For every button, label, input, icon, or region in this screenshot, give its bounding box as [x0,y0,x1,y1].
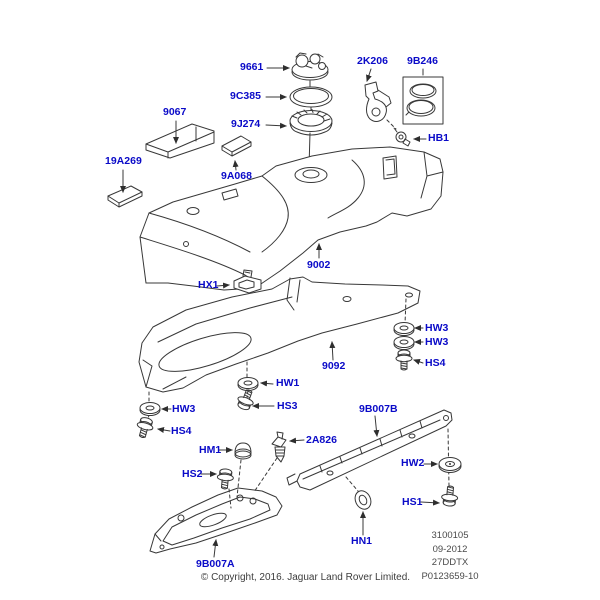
part-label-hw3-right-1[interactable]: HW3 [425,322,449,334]
doc-info-line-2: 09-2012 [432,543,468,555]
lock-ring-drawing [289,109,333,136]
part-label-hb1[interactable]: HB1 [428,132,450,144]
bolt-hs2-drawing [215,467,235,491]
washer-hw3-right-2-drawing [393,336,415,350]
shield-9092-drawing [138,276,421,393]
part-label-hx1[interactable]: HX1 [198,279,219,291]
part-label-2a826[interactable]: 2A826 [306,434,337,446]
bolt-hs4-right-drawing [395,349,413,371]
part-label-9a068[interactable]: 9A068 [221,170,252,182]
doc-info-block: 3100105 09-2012 27DDTX P0123659-10 [404,529,496,583]
part-label-9b007a[interactable]: 9B007A [196,558,235,570]
part-label-9067[interactable]: 9067 [163,106,187,118]
valve-2a826-drawing [271,431,287,463]
washer-hw3-right-1-drawing [393,322,415,336]
part-label-hw1[interactable]: HW1 [276,377,300,389]
pad-9a068-drawing [221,135,252,157]
doc-info-line-3: 27DDTX [431,557,469,568]
valve-hb1-drawing [393,127,411,147]
bolt-hs4-left-drawing [133,415,156,440]
part-label-2k206[interactable]: 2K206 [357,55,388,67]
pad-19a269-drawing [107,185,143,208]
washer-hw3-left-drawing [139,402,161,416]
part-label-9b007b[interactable]: 9B007B [359,403,398,415]
part-label-9661[interactable]: 9661 [240,61,264,73]
copyright-text: © Copyright, 2016. Jaguar Land Rover Lim… [200,572,411,583]
dashed-line-2k206-hb1 [386,119,397,130]
part-label-hw3-left[interactable]: HW3 [172,403,196,415]
part-label-9002[interactable]: 9002 [307,259,331,271]
part-label-hw3-right-2[interactable]: HW3 [425,336,449,348]
part-label-19a269[interactable]: 19A269 [105,155,142,167]
part-label-hs2[interactable]: HS2 [182,468,203,480]
bracket-9b007b-drawing [286,409,453,491]
part-label-9j274[interactable]: 9J274 [231,118,261,130]
bolt-hs3-drawing [234,386,258,413]
heat-shield-9067-drawing [145,123,215,159]
pump-seal-drawing [289,86,333,108]
seal-kit-9b246-drawing [402,76,444,125]
callout-leader-lines [120,65,440,558]
part-label-hm1[interactable]: HM1 [199,444,222,456]
doc-info-line-4: P0123659-10 [421,570,479,582]
nut-hm1-drawing [234,442,252,460]
part-label-hw2[interactable]: HW2 [401,457,425,469]
bracket-2k206-drawing [364,81,392,122]
doc-info-line-1: 3100105 [431,530,469,541]
part-label-hs1[interactable]: HS1 [402,496,423,508]
plate-9b007a-drawing [149,487,283,554]
fuel-pump-module-drawing [291,52,329,81]
washer-hw2-drawing [438,457,462,473]
washer-hw1-drawing [237,377,259,391]
fuel-tank-9002-drawing [139,146,444,291]
part-label-hs3[interactable]: HS3 [277,400,298,412]
part-label-hn1[interactable]: HN1 [351,535,373,547]
part-label-hs4-right[interactable]: HS4 [425,357,446,369]
bolt-hs1-drawing [440,484,460,508]
part-label-9c385[interactable]: 9C385 [230,90,261,102]
part-label-hs4-left[interactable]: HS4 [171,425,192,437]
part-label-9092[interactable]: 9092 [322,360,346,372]
grommet-hn1-drawing [354,490,372,510]
part-label-9b246[interactable]: 9B246 [407,55,438,67]
clip-hx1-drawing [233,269,262,294]
